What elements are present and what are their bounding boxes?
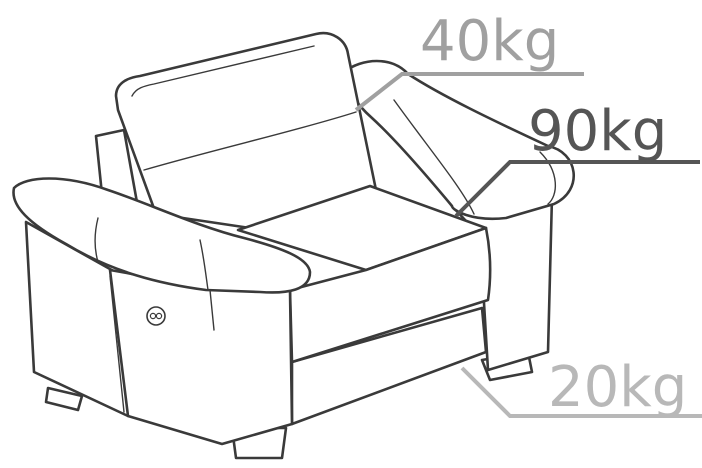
- backrest-seam: [143, 111, 357, 171]
- left-arm-front-panel: [108, 268, 294, 446]
- seat-cushion-front: [288, 226, 492, 364]
- leader-backrest: [354, 72, 584, 112]
- front-left-foot: [44, 386, 84, 412]
- label-backrest-weight: 40kg: [420, 9, 559, 74]
- label-seat-weight: 90kg: [528, 99, 667, 164]
- right-arm-fold: [539, 151, 557, 205]
- leader-base: [460, 366, 702, 418]
- leader-seat: [454, 160, 700, 218]
- backrest-inner-edge: [131, 45, 315, 97]
- backrest: [114, 31, 378, 230]
- left-arm-top-crease-front: [199, 239, 209, 291]
- left-arm-top: [12, 177, 312, 294]
- left-arm-lower-seam: [209, 289, 215, 331]
- left-arm-panel-seam: [109, 275, 125, 413]
- left-arm-top-crease-mid: [94, 217, 99, 263]
- power-recline-button-icon[interactable]: [146, 306, 166, 326]
- label-base-weight: 20kg: [548, 355, 687, 420]
